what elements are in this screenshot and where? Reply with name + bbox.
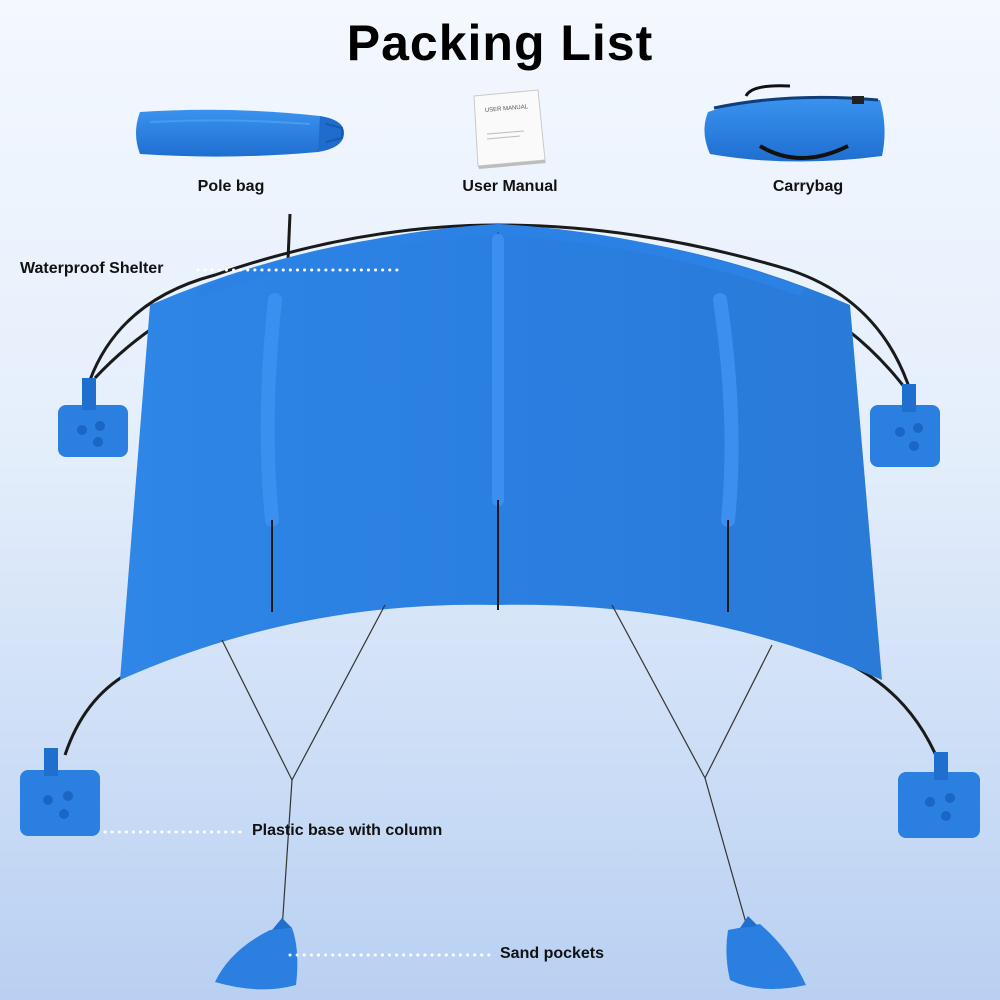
waterproof-shelter-label: Waterproof Shelter <box>20 260 164 277</box>
pole-bag-image <box>136 109 345 157</box>
page-title: Packing List <box>346 15 654 71</box>
manual-cover-text: USER MANUAL <box>485 104 529 114</box>
plastic-base-image <box>20 378 980 838</box>
user-manual-label: User Manual <box>462 178 558 195</box>
sand-pockets-image <box>215 916 806 990</box>
base-bottom-right <box>898 752 980 838</box>
carrybag-image <box>704 84 885 162</box>
pole-bag-label: Pole bag <box>197 178 265 195</box>
guy-lines <box>221 604 773 931</box>
leader-lines <box>103 268 494 957</box>
plastic-base-label: Plastic base with column <box>252 822 443 839</box>
waterproof-shelter-image <box>120 224 882 680</box>
sand-pockets-label: Sand pockets <box>500 945 605 962</box>
base-top-left <box>58 378 128 457</box>
base-bottom-left <box>20 748 100 836</box>
user-manual-image: USER MANUAL <box>473 89 546 169</box>
base-top-right <box>870 384 940 467</box>
carrybag-label: Carrybag <box>772 178 844 195</box>
